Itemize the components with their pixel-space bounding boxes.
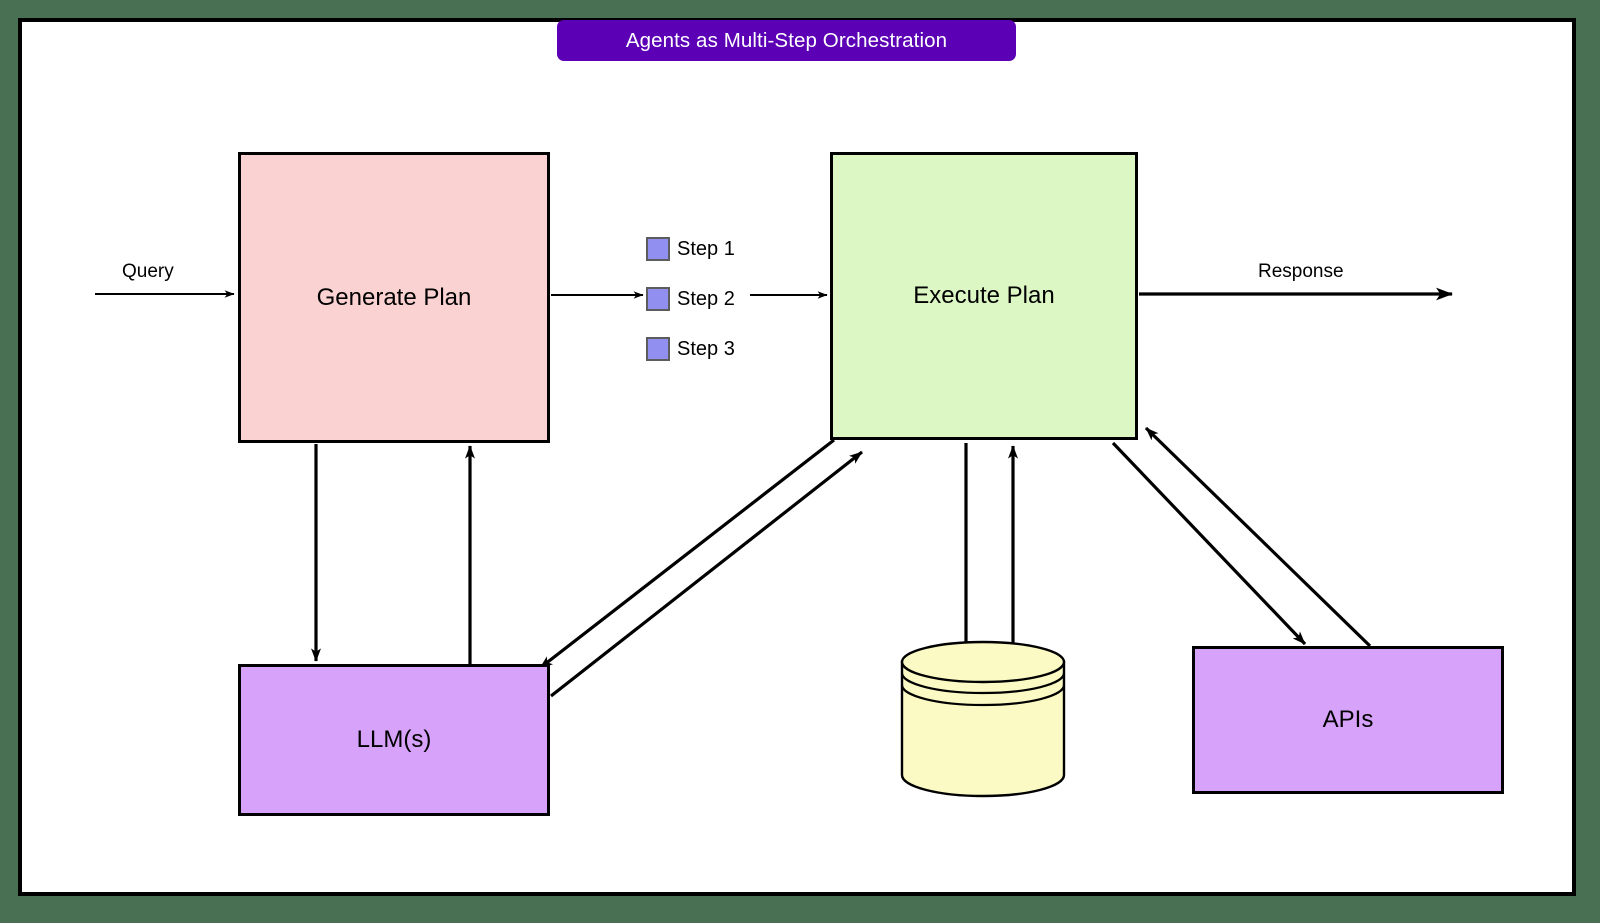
list-item[interactable]: Step 1 (646, 236, 735, 262)
step-swatch-icon (646, 337, 670, 361)
step-swatch-icon (646, 237, 670, 261)
edge-apis-to-execute-plan (1144, 426, 1372, 648)
node-generate-plan-label: Generate Plan (316, 283, 472, 311)
node-apis[interactable]: APIs (1192, 646, 1504, 794)
node-execute-plan[interactable]: Execute Plan (830, 152, 1138, 440)
step-swatch-icon (646, 287, 670, 311)
node-database[interactable] (900, 640, 1066, 798)
edge-execute-plan-to-apis (1111, 441, 1307, 646)
edge-execute-plan-to-llms (539, 438, 835, 670)
step-label: Step 3 (677, 337, 735, 360)
edge-label-query: Query (122, 261, 174, 282)
list-item[interactable]: Step 3 (646, 336, 735, 362)
step-label: Step 1 (677, 237, 735, 260)
step-list: Step 1 Step 2 Step 3 (646, 234, 766, 366)
list-item[interactable]: Step 2 (646, 286, 735, 312)
edge-label-response: Response (1258, 261, 1344, 282)
diagram-title-bar: Agents as Multi-Step Orchestration (557, 20, 1016, 61)
node-apis-label: APIs (1322, 706, 1374, 733)
page-title: Agents as Multi-Step Orchestration (625, 28, 948, 52)
node-llms[interactable]: LLM(s) (238, 664, 550, 816)
edge-llms-to-execute-plan (550, 450, 863, 698)
database-top-ellipse (900, 640, 1066, 684)
node-llms-label: LLM(s) (356, 726, 432, 753)
database-ridge-2 (900, 684, 1066, 707)
node-execute-plan-label: Execute Plan (913, 282, 1055, 309)
database-body-shape (900, 660, 1066, 798)
step-label: Step 2 (677, 287, 735, 310)
database-ridge-1 (900, 672, 1066, 695)
node-generate-plan[interactable]: Generate Plan (238, 152, 550, 443)
